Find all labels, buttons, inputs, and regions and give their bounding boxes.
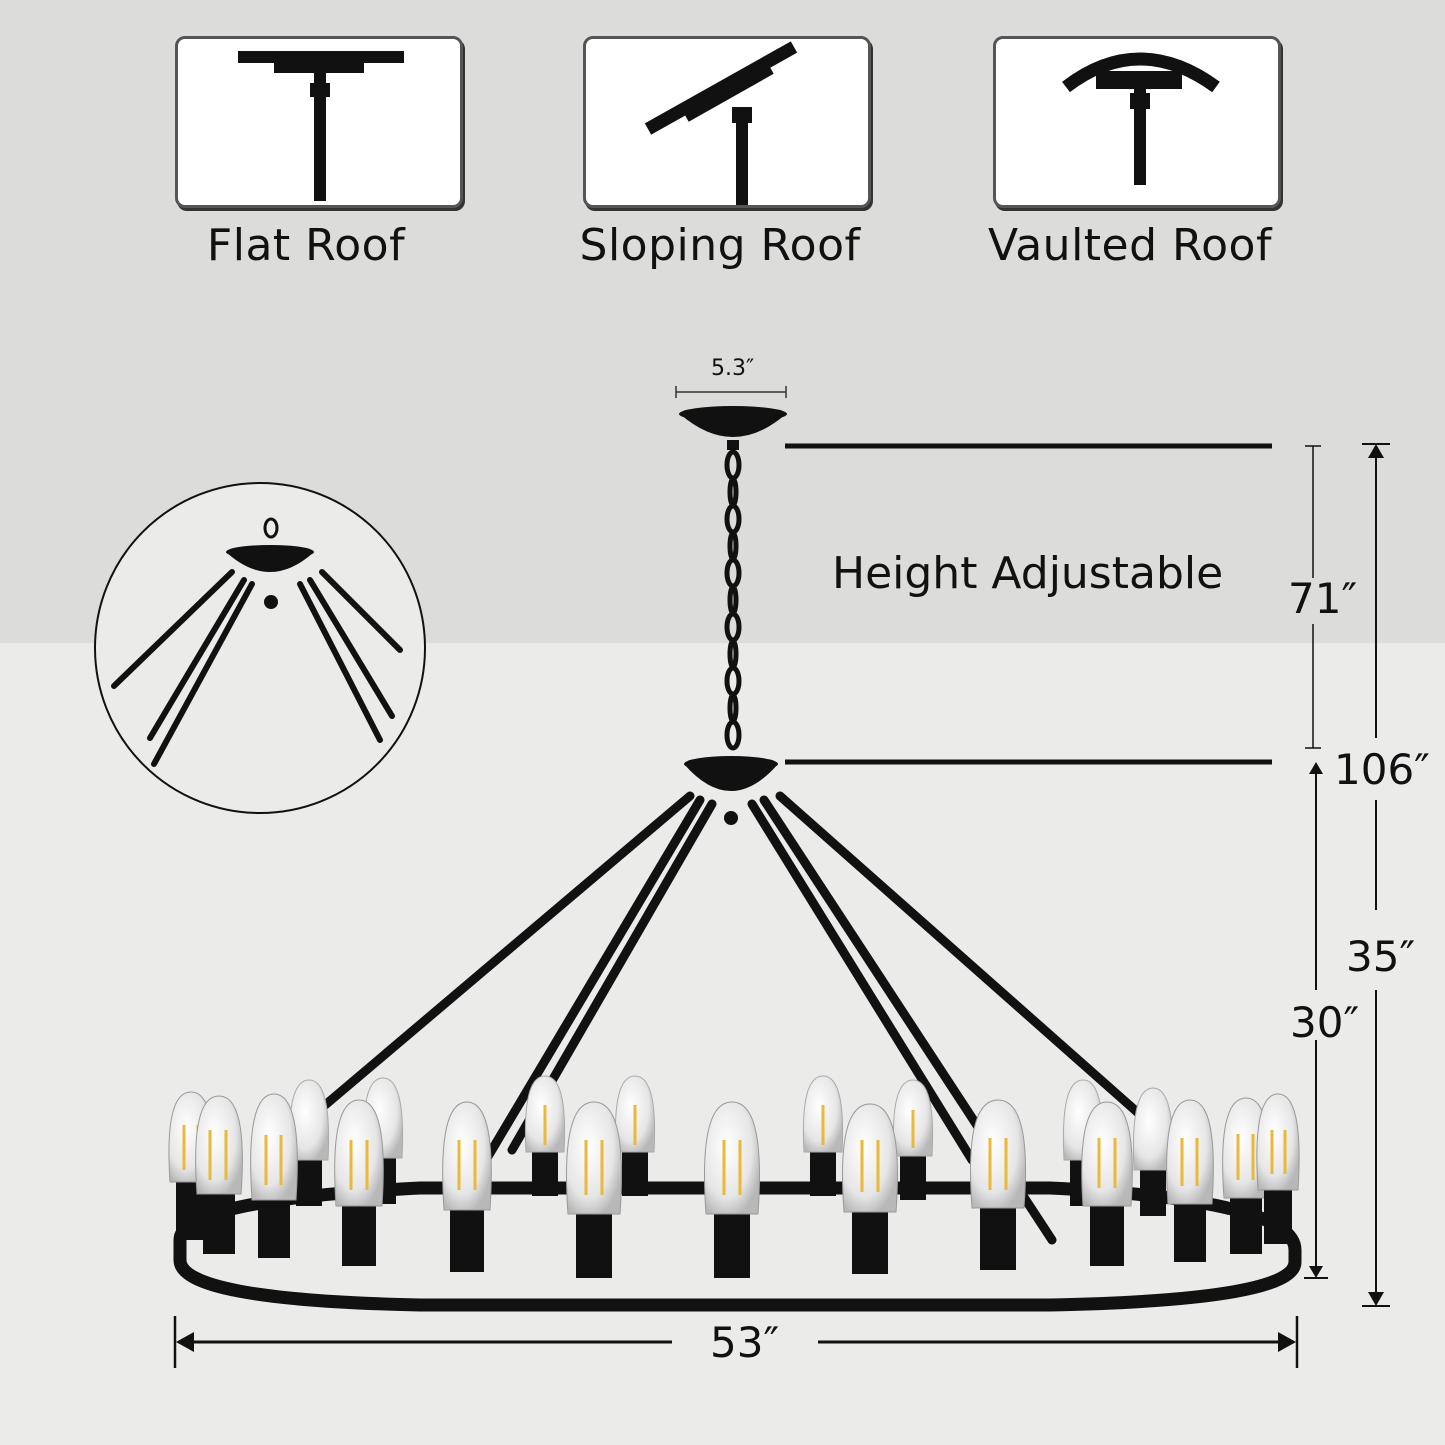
bulb <box>970 1099 1026 1270</box>
total-height-label: 106″ <box>1334 745 1430 794</box>
vaulted-roof-card <box>993 36 1281 208</box>
bulb <box>250 1093 298 1258</box>
bulb <box>195 1095 243 1254</box>
bulb <box>1256 1093 1300 1244</box>
vaulted-roof-label: Vaulted Roof <box>988 220 1272 271</box>
sloping-roof-label: Sloping Roof <box>579 220 861 271</box>
chain-length-dimension <box>1305 445 1321 749</box>
hub-detail-inset <box>94 482 426 814</box>
chain <box>724 449 742 751</box>
arm-height-label: 30″ <box>1290 998 1360 1047</box>
bulb <box>704 1101 760 1278</box>
chain-length-label: 71″ <box>1288 574 1358 623</box>
total-height-dimension <box>1362 443 1390 1307</box>
diameter-label: 53″ <box>710 1318 780 1367</box>
vaulted-roof-icon <box>1062 52 1220 185</box>
flat-roof-label: Flat Roof <box>206 220 406 271</box>
bulb <box>1166 1099 1214 1262</box>
body-height-dimension <box>1304 762 1328 1279</box>
bulb <box>442 1101 492 1272</box>
bulb <box>1081 1101 1133 1266</box>
sloping-roof-card <box>583 36 871 208</box>
flat-roof-card <box>175 36 463 208</box>
ceiling-canopy <box>679 406 787 450</box>
canopy-width-label: 5.3″ <box>711 356 755 381</box>
diameter-dimension <box>173 1316 1299 1368</box>
sloping-roof-icon <box>644 41 798 205</box>
bulb <box>842 1103 898 1274</box>
canopy-width-dimension <box>675 386 787 398</box>
flat-roof-icon <box>238 51 404 201</box>
front-bulbs <box>168 1091 1300 1278</box>
bulb <box>566 1101 622 1278</box>
height-leader-lines <box>785 443 1272 765</box>
height-adjustable-label: Height Adjustable <box>832 548 1224 599</box>
body-height-label: 35″ <box>1346 932 1416 981</box>
center-hub <box>684 756 778 825</box>
bulb <box>334 1099 384 1266</box>
